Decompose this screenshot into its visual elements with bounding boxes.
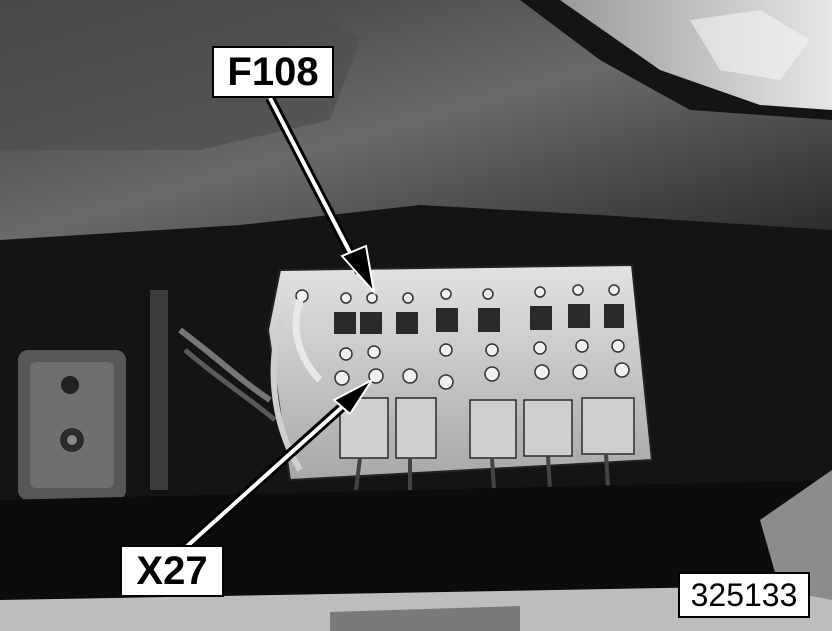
callout-arrowhead-f108 bbox=[340, 244, 376, 296]
callout-arrowhead-x27 bbox=[332, 377, 375, 416]
callout-label-f108: F108 bbox=[212, 46, 334, 98]
figure-number: 325133 bbox=[678, 572, 810, 618]
callout-label-x27: X27 bbox=[120, 545, 224, 597]
